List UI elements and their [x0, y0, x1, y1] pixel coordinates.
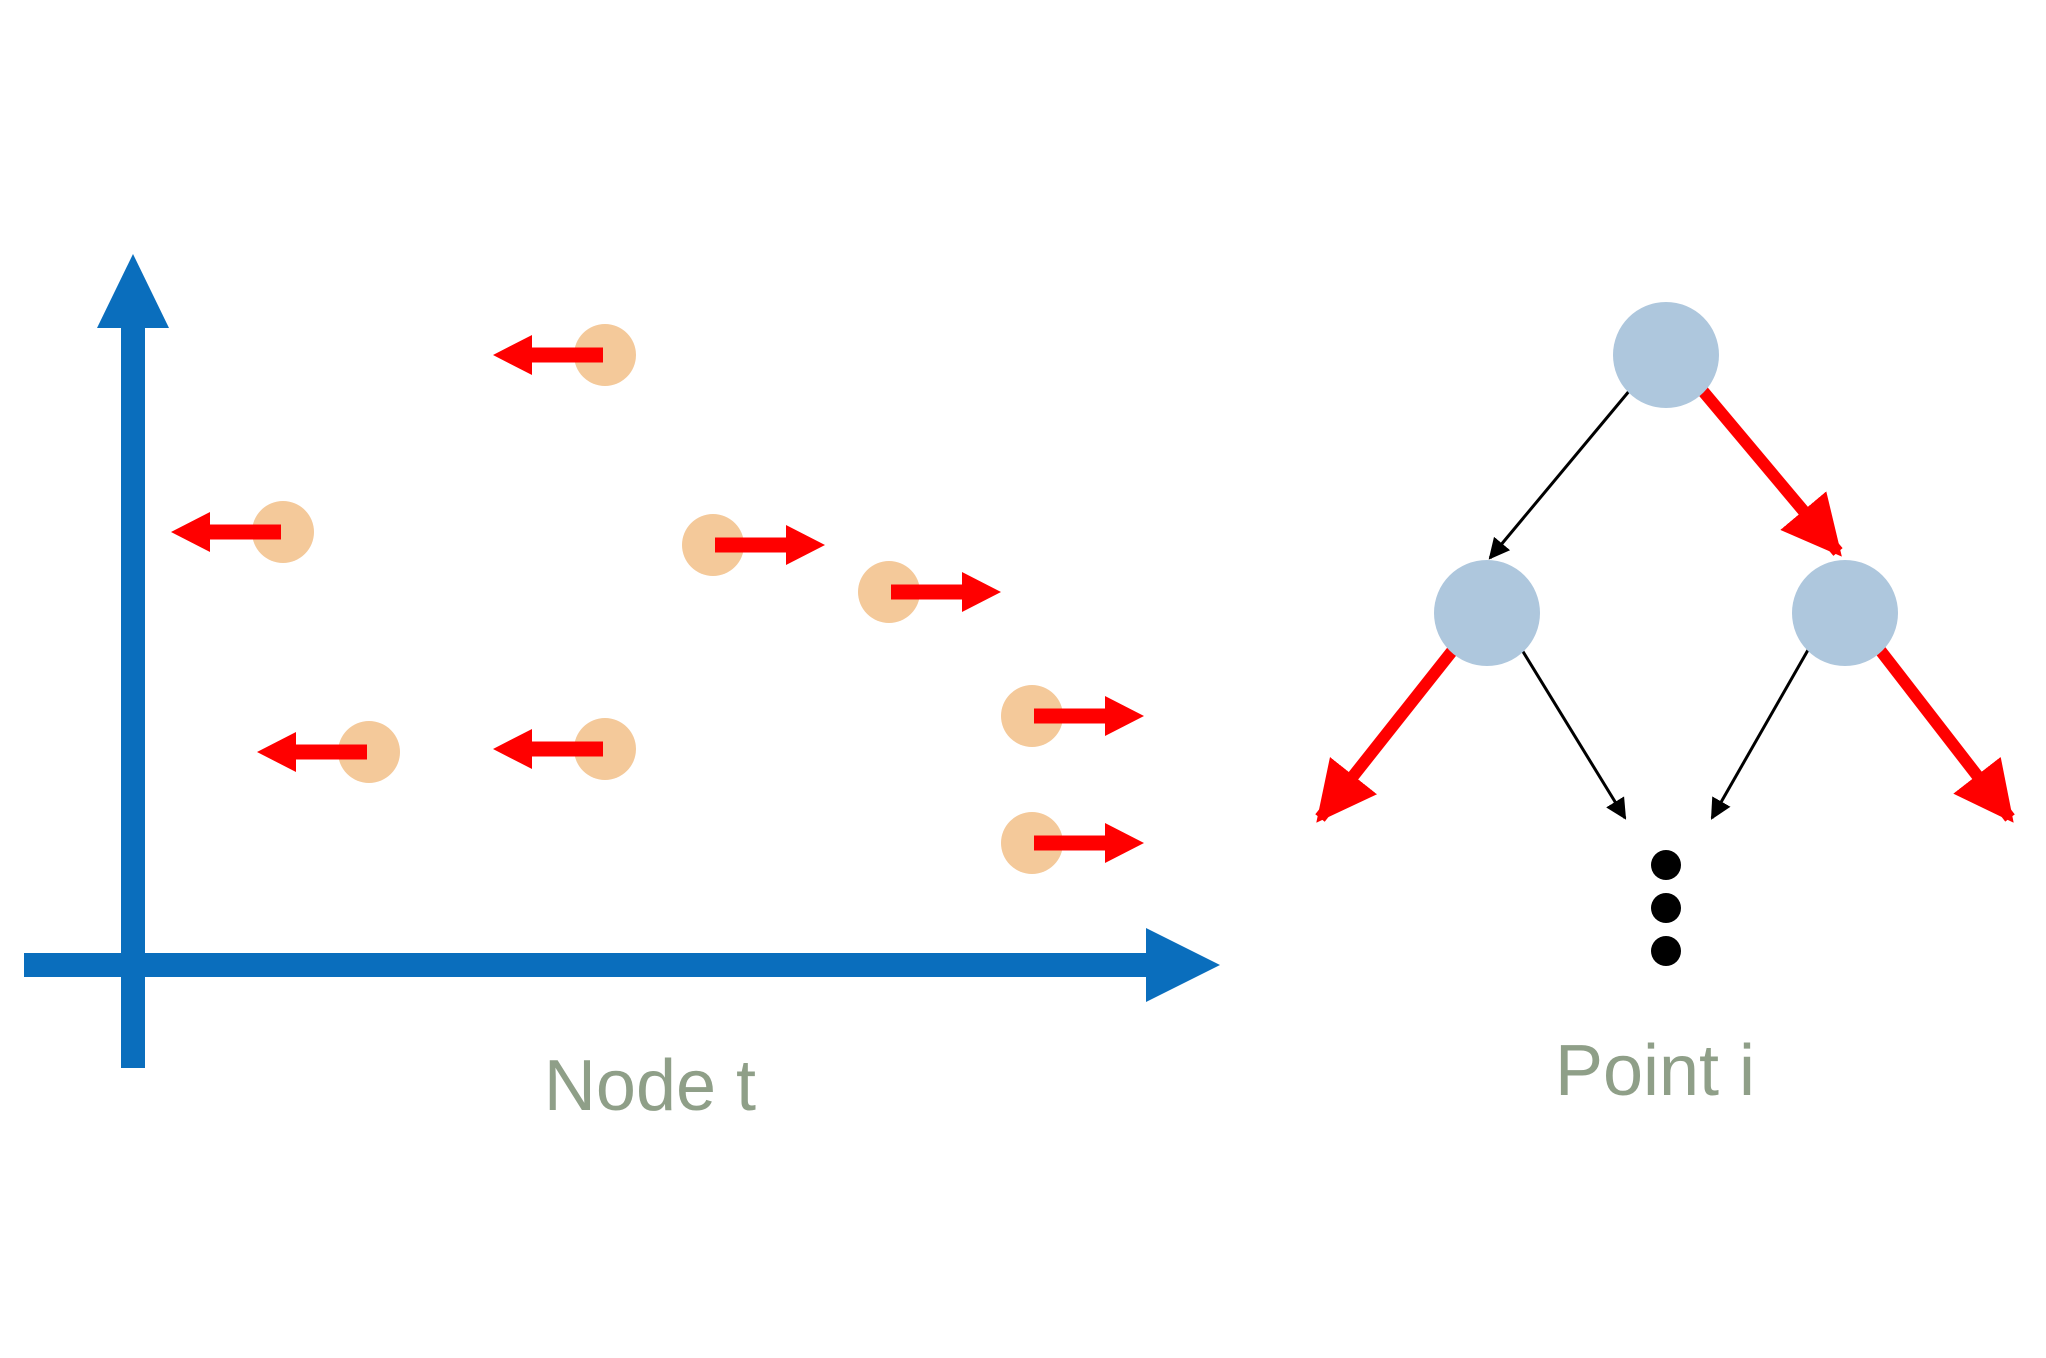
force-arrowhead [1105, 696, 1144, 736]
point-circle [682, 514, 744, 576]
point-left-force [493, 324, 636, 386]
left-caption: Node t [544, 1046, 756, 1126]
point-circle [574, 324, 636, 386]
point-left-force [171, 501, 314, 563]
point-left-force [257, 721, 400, 783]
force-arrowhead [257, 732, 296, 772]
tree [1315, 302, 2015, 966]
point-right-force [1001, 812, 1144, 874]
tree-node-left [1434, 560, 1540, 666]
tree-node-root [1613, 302, 1719, 408]
point-circle [338, 721, 400, 783]
coordinate-axes [24, 254, 1220, 1068]
point-circle [1001, 685, 1063, 747]
ellipsis-dot [1651, 850, 1681, 880]
point-right-force [858, 561, 1001, 623]
force-arrowhead [493, 335, 532, 375]
point-right-force [682, 514, 825, 576]
force-arrowhead [171, 512, 210, 552]
point-left-force [493, 718, 636, 780]
tree-edge-left-down [1520, 649, 1627, 820]
point-circle [1001, 812, 1063, 874]
ellipsis-dot [1651, 936, 1681, 966]
point-right-force [1001, 685, 1144, 747]
force-arrowhead [493, 729, 532, 769]
point-circle [858, 561, 920, 623]
tree-edge-root-left [1488, 389, 1632, 560]
red-edge-root-right [1697, 386, 1843, 557]
tree-node-right [1792, 560, 1898, 666]
ellipsis-dots [1651, 850, 1681, 966]
right-caption: Point i [1555, 1031, 1755, 1111]
points-layer [171, 324, 1144, 874]
force-arrowhead [962, 572, 1001, 612]
force-arrowhead [1105, 823, 1144, 863]
ellipsis-dot [1651, 893, 1681, 923]
y-axis-arrowhead [97, 254, 169, 328]
red-edge-right-out [1875, 646, 2015, 823]
force-arrowhead [786, 525, 825, 565]
red-edge-left-out [1315, 646, 1458, 823]
x-axis-arrowhead [1146, 928, 1220, 1002]
point-circle [252, 501, 314, 563]
point-circle [574, 718, 636, 780]
tree-edge-right-down [1710, 649, 1810, 820]
